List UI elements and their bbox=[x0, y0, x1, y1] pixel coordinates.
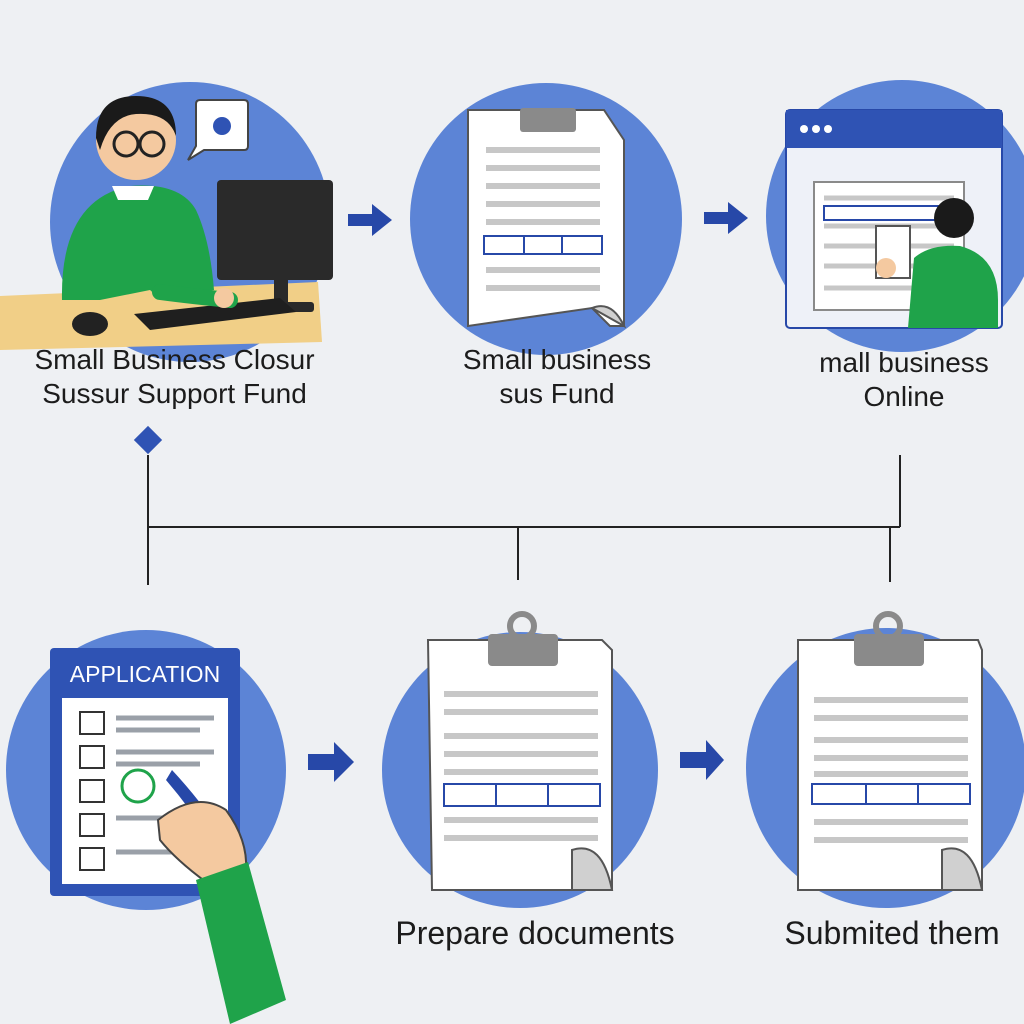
step2-illustration bbox=[410, 83, 682, 355]
application-label: APPLICATION bbox=[52, 650, 238, 698]
step2-line1: Small business bbox=[462, 344, 652, 375]
step5-illustration bbox=[382, 611, 658, 908]
step6-caption: Submited them bbox=[784, 915, 1000, 951]
arrow-right-icon bbox=[348, 204, 392, 236]
monitor bbox=[217, 180, 333, 280]
arrow-right-icon bbox=[308, 742, 354, 782]
diamond-icon bbox=[133, 425, 163, 455]
document-icon bbox=[426, 639, 613, 891]
step2-label: Small business sus Fund bbox=[420, 343, 694, 411]
arrow-right-icon bbox=[704, 202, 748, 234]
step3-line3: Online bbox=[863, 381, 945, 413]
step6-illustration bbox=[746, 611, 1024, 908]
connector-lines bbox=[147, 455, 901, 585]
document-icon bbox=[467, 109, 625, 328]
step1-line2: Sussur Support Fund bbox=[42, 378, 307, 410]
person-body bbox=[61, 185, 214, 300]
step3-label: mall business Online bbox=[786, 346, 1022, 414]
step1-illustration bbox=[0, 82, 333, 362]
mouse bbox=[72, 312, 108, 336]
step3-illustration bbox=[766, 80, 1024, 352]
step1-line1: Small Business Closur bbox=[34, 344, 315, 375]
arrow-right-icon bbox=[680, 740, 724, 780]
step5-caption: Prepare documents bbox=[395, 915, 675, 951]
step4-illustration bbox=[6, 630, 286, 1024]
keyboard bbox=[134, 298, 296, 330]
step3-line1: mall business bbox=[819, 347, 989, 378]
step1-label: Small Business Closur Sussur Support Fun… bbox=[2, 343, 347, 411]
browser-person bbox=[908, 245, 998, 328]
step2-line2: sus Fund bbox=[499, 378, 615, 410]
